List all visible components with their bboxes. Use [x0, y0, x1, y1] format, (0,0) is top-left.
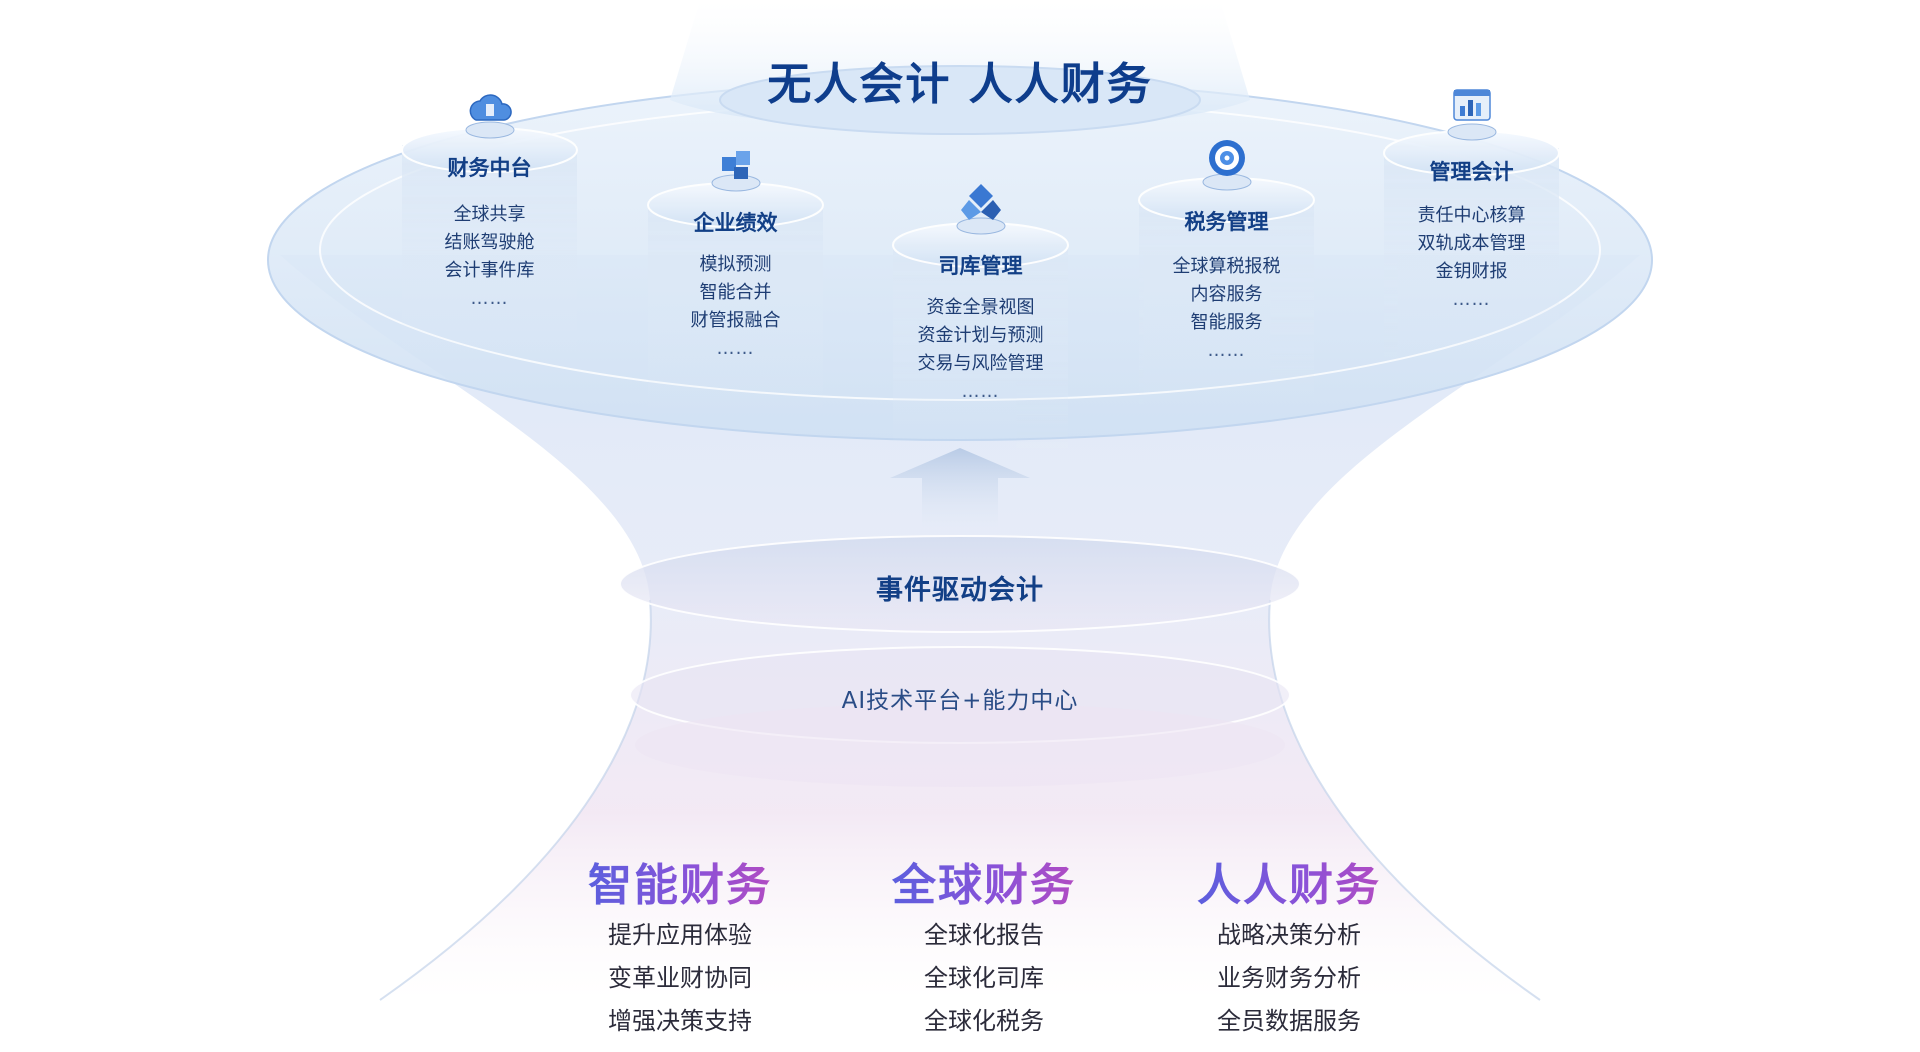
module-item: 资金全景视图	[926, 297, 1035, 318]
module-item-list: 资金全景视图 资金计划与预测 交易与风险管理 ……	[893, 294, 1068, 406]
module-item: 会计事件库	[444, 260, 535, 281]
module-item: 资金计划与预测	[917, 325, 1044, 346]
pillar-intelligent-finance: 智能财务 提升应用体验 变革业财协同 增强决策支持	[550, 858, 810, 1043]
module-item: 智能合并	[699, 282, 772, 303]
pillar-item: 全球化报告	[924, 921, 1044, 949]
module-item-list: 模拟预测 智能合并 财管报融合 ……	[648, 251, 823, 363]
module-item-more: ……	[1452, 289, 1491, 310]
module-title: 管理会计	[1429, 160, 1514, 184]
module-item: 内容服务	[1190, 284, 1263, 305]
module-item-list: 责任中心核算 双轨成本管理 金钥财报 ……	[1384, 202, 1559, 314]
pillar-item: 全员数据服务	[1217, 1007, 1361, 1035]
module-item-more: ……	[1207, 340, 1246, 361]
pillar-item: 战略决策分析	[1217, 921, 1361, 949]
module-item: 智能服务	[1190, 312, 1263, 333]
module-item: 全球算税报税	[1172, 256, 1281, 277]
pillar-title: 智能财务	[550, 858, 810, 914]
module-item: 双轨成本管理	[1417, 233, 1526, 254]
pillar-item: 全球化税务	[924, 1007, 1044, 1035]
module-item-list: 全球算税报税 内容服务 智能服务 ……	[1139, 253, 1314, 365]
page-title: 无人会计 人人财务	[767, 59, 1153, 110]
module-item-list: 全球共享 结账驾驶舱 会计事件库 ……	[402, 201, 577, 313]
pillar-title: 人人财务	[1159, 858, 1419, 914]
ribbon-logo-icon	[956, 184, 1005, 235]
module-item: 财管报融合	[690, 310, 781, 331]
pillar-item: 业务财务分析	[1217, 964, 1361, 992]
module-title: 司库管理	[938, 254, 1023, 278]
target-icon	[1202, 140, 1251, 191]
event-driven-label: 事件驱动会计	[876, 575, 1044, 606]
dashboard-icon	[1447, 89, 1496, 141]
module-title: 税务管理	[1184, 210, 1269, 234]
module-title: 企业绩效	[693, 211, 778, 235]
pillar-global-finance: 全球财务 全球化报告 全球化司库 全球化税务	[854, 858, 1114, 1043]
ai-platform-label: AI技术平台+能力中心	[841, 688, 1079, 714]
module-item: 金钥财报	[1435, 261, 1508, 282]
module-item-more: ……	[716, 338, 755, 359]
pillar-item: 提升应用体验	[608, 921, 752, 949]
module-item: 责任中心核算	[1417, 205, 1526, 226]
cubes-icon	[711, 151, 760, 192]
module-item: 全球共享	[453, 204, 526, 225]
pillar-item: 变革业财协同	[608, 964, 752, 992]
pillar-title: 全球财务	[854, 858, 1114, 914]
module-item: 模拟预测	[699, 254, 772, 275]
pillar-item: 全球化司库	[924, 964, 1044, 992]
module-item: 结账驾驶舱	[444, 232, 535, 253]
module-title: 财务中台	[447, 156, 532, 180]
module-item-more: ……	[470, 288, 509, 309]
cloud-icon	[465, 94, 514, 139]
module-item: 交易与风险管理	[917, 353, 1044, 374]
module-item-more: ……	[961, 381, 1000, 402]
pillar-everyone-finance: 人人财务 战略决策分析 业务财务分析 全员数据服务	[1159, 858, 1419, 1043]
pillar-item: 增强决策支持	[608, 1007, 752, 1035]
